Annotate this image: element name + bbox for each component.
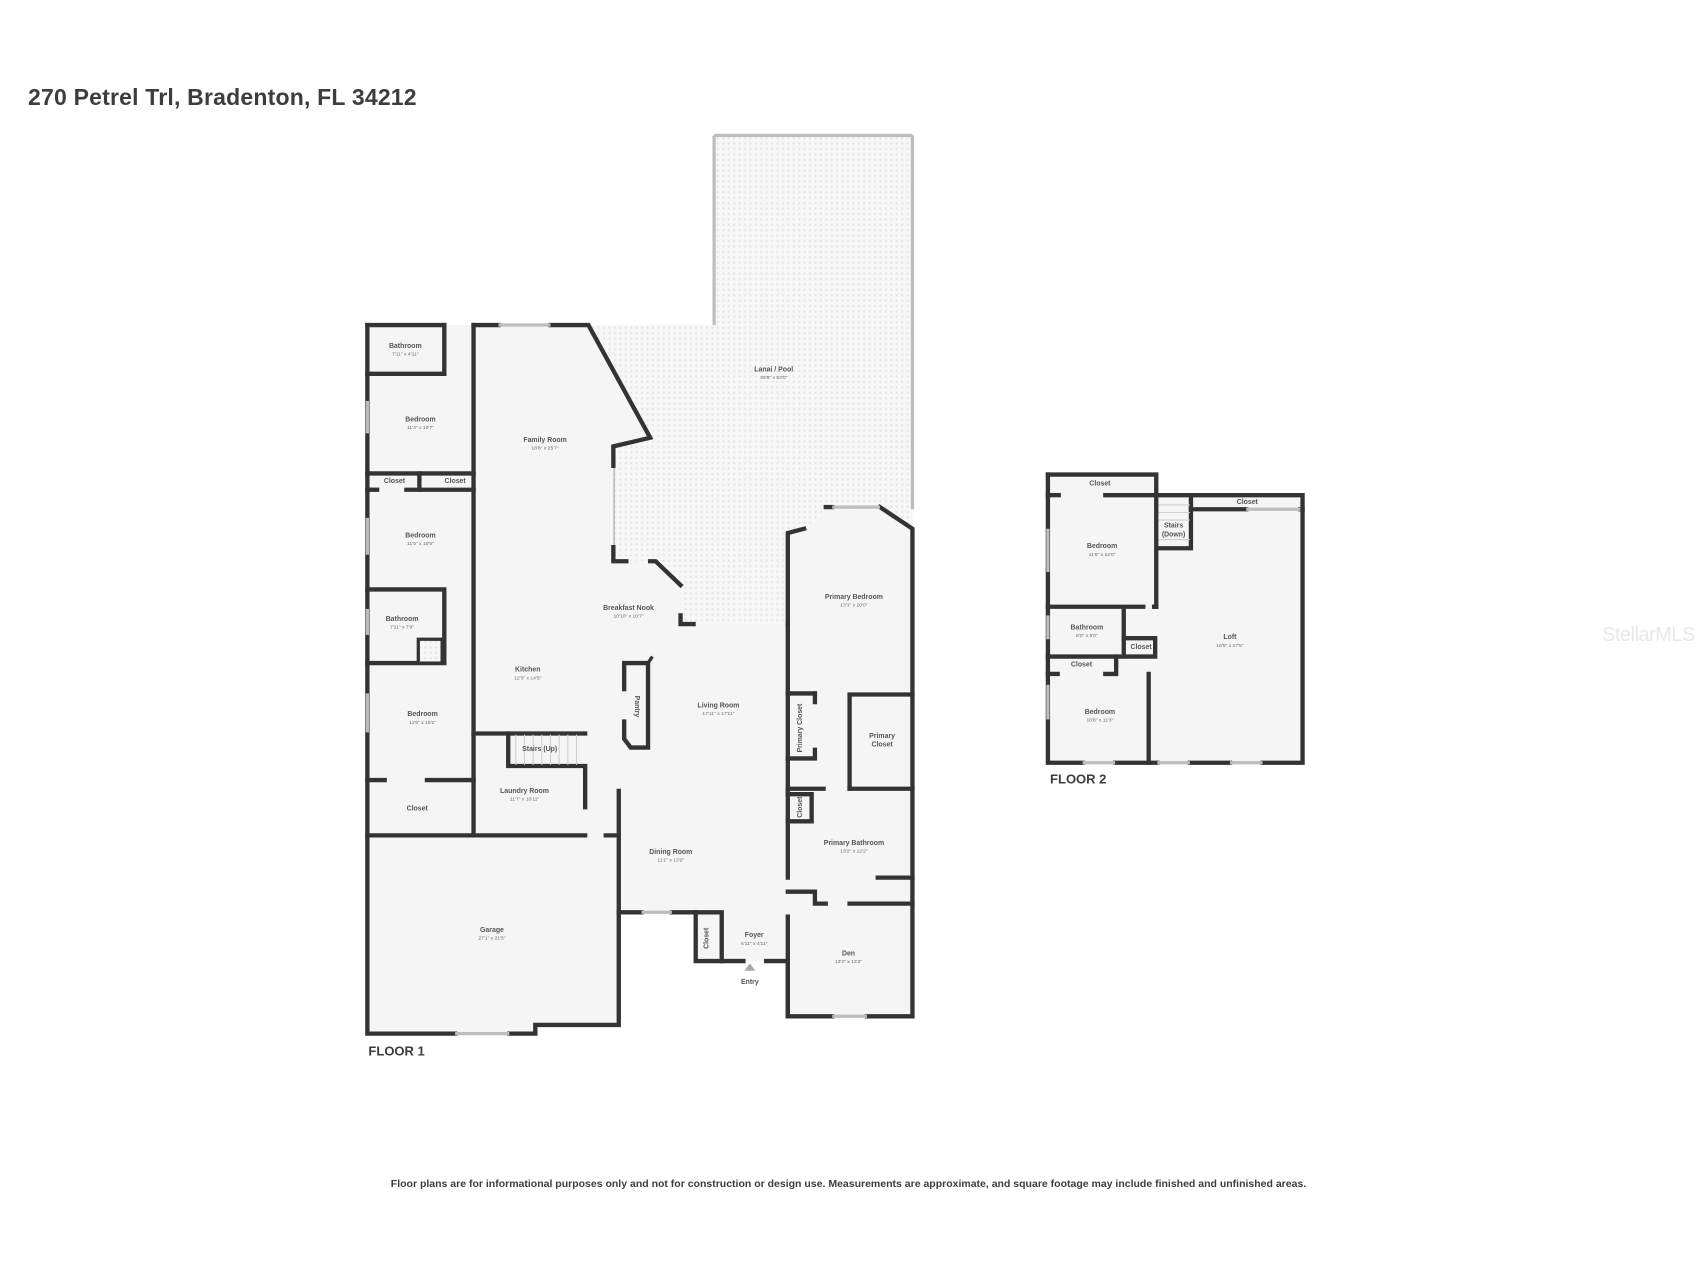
floor-1-label: FLOOR 1 bbox=[368, 1043, 424, 1058]
room-label: Kitchen bbox=[515, 667, 540, 674]
room-label: Family Room bbox=[523, 437, 566, 444]
room-label: Bathroom bbox=[386, 616, 419, 623]
room-label: Bedroom bbox=[1087, 543, 1117, 550]
lanai-pool-area bbox=[588, 135, 913, 625]
room-dims: 11'7" x 10'11" bbox=[510, 797, 540, 803]
property-address-title: 270 Petrel Trl, Bradenton, FL 34212 bbox=[28, 84, 417, 110]
room-label: Primary Bedroom bbox=[825, 594, 883, 601]
room-dims: 8'0" x 5'0" bbox=[1076, 633, 1098, 639]
room-dims: 13'2" x 13'2" bbox=[835, 959, 862, 965]
room-label: Closet bbox=[1089, 480, 1111, 487]
floor-2-label: FLOOR 2 bbox=[1050, 771, 1106, 786]
room-label: Pantry bbox=[633, 696, 640, 718]
room-dims: 11'1" x 13'2" bbox=[657, 857, 684, 863]
room-dims: 11'5" x 15'1" bbox=[409, 720, 436, 726]
room-label: Bedroom bbox=[405, 532, 435, 539]
room-label: Stairs bbox=[1164, 523, 1183, 530]
room-dims: 6'11" x 4'11" bbox=[741, 941, 768, 947]
room-label: Lanai / Pool bbox=[754, 367, 793, 374]
shower-fixture bbox=[416, 637, 444, 665]
stairs-up-treads bbox=[515, 734, 578, 765]
room-dims: 18'8" x 25'7" bbox=[531, 446, 558, 452]
floor-2-interior bbox=[1047, 474, 1303, 763]
room-label: Stairs (Up) bbox=[522, 746, 557, 753]
room-label: Closet bbox=[407, 805, 429, 812]
room-dims: 17'11" x 17'11" bbox=[702, 711, 734, 717]
floor-2-plan: Closet Closet Bedroom 11'6" x 12'0" Stai… bbox=[1045, 472, 1305, 786]
room-label: Garage bbox=[480, 927, 504, 934]
floor-1-plan: Bathroom 7'11" x 4'11" Bedroom 11'4" x 1… bbox=[365, 133, 915, 1058]
room-label: Closet bbox=[797, 796, 804, 818]
room-label: Bedroom bbox=[405, 416, 435, 423]
room-label: Breakfast Nook bbox=[603, 605, 654, 612]
room-label: Primary Bathroom bbox=[824, 840, 884, 847]
room-label: Laundry Room bbox=[500, 788, 549, 795]
room-dims: 10'10" x 10'7" bbox=[614, 614, 644, 620]
room-dims: 10'8" x 11'3" bbox=[1086, 718, 1113, 724]
room-label-line2: Closet bbox=[872, 742, 894, 749]
room-dims: 13'1" x 20'0" bbox=[840, 603, 867, 609]
room-label: Closet bbox=[384, 478, 406, 485]
room-label: Foyer bbox=[745, 932, 764, 939]
room-label: Bathroom bbox=[1071, 624, 1104, 631]
room-dims: 11'4" x 10'7" bbox=[407, 425, 434, 431]
room-label: Closet bbox=[1131, 644, 1153, 651]
room-label: Primary Closet bbox=[797, 703, 804, 753]
room-label: Living Room bbox=[697, 703, 739, 710]
room-label: Closet bbox=[1071, 661, 1093, 668]
room-dims: 35'8" x 53'0" bbox=[760, 375, 787, 381]
room-dims: 16'5" x 27'5" bbox=[1216, 643, 1243, 649]
room-label: Primary bbox=[869, 733, 895, 740]
room-dims: 27'1" x 21'5" bbox=[478, 935, 505, 941]
entry-label: Entry bbox=[741, 979, 759, 986]
room-label: Closet bbox=[445, 478, 467, 485]
room-label: Closet bbox=[1237, 499, 1259, 506]
room-label: Bathroom bbox=[389, 343, 422, 350]
room-dims: 7'11" x 7'9" bbox=[390, 624, 414, 630]
entry-arrow-icon bbox=[744, 963, 756, 971]
room-label: Bedroom bbox=[1085, 709, 1115, 716]
room-label: Bedroom bbox=[407, 711, 437, 718]
room-dims: 13'2" x 12'2" bbox=[840, 849, 867, 855]
room-dims: 12'3" x 14'5" bbox=[514, 675, 541, 681]
disclaimer-text: Floor plans are for informational purpos… bbox=[390, 1178, 1307, 1190]
room-label-line2: (Down) bbox=[1162, 531, 1185, 538]
floor-1-interior bbox=[367, 325, 913, 1034]
room-label: Loft bbox=[1223, 634, 1237, 641]
stairs-down-treads bbox=[1158, 504, 1190, 541]
room-dims: 11'5" x 10'5" bbox=[407, 541, 434, 547]
watermark: StellarMLS bbox=[1602, 624, 1695, 646]
room-label: Den bbox=[842, 951, 855, 958]
room-dims: 11'6" x 12'0" bbox=[1089, 552, 1116, 558]
room-label: Dining Room bbox=[649, 849, 692, 856]
room-dims: 7'11" x 4'11" bbox=[392, 351, 419, 357]
room-label: Closet bbox=[704, 927, 711, 949]
